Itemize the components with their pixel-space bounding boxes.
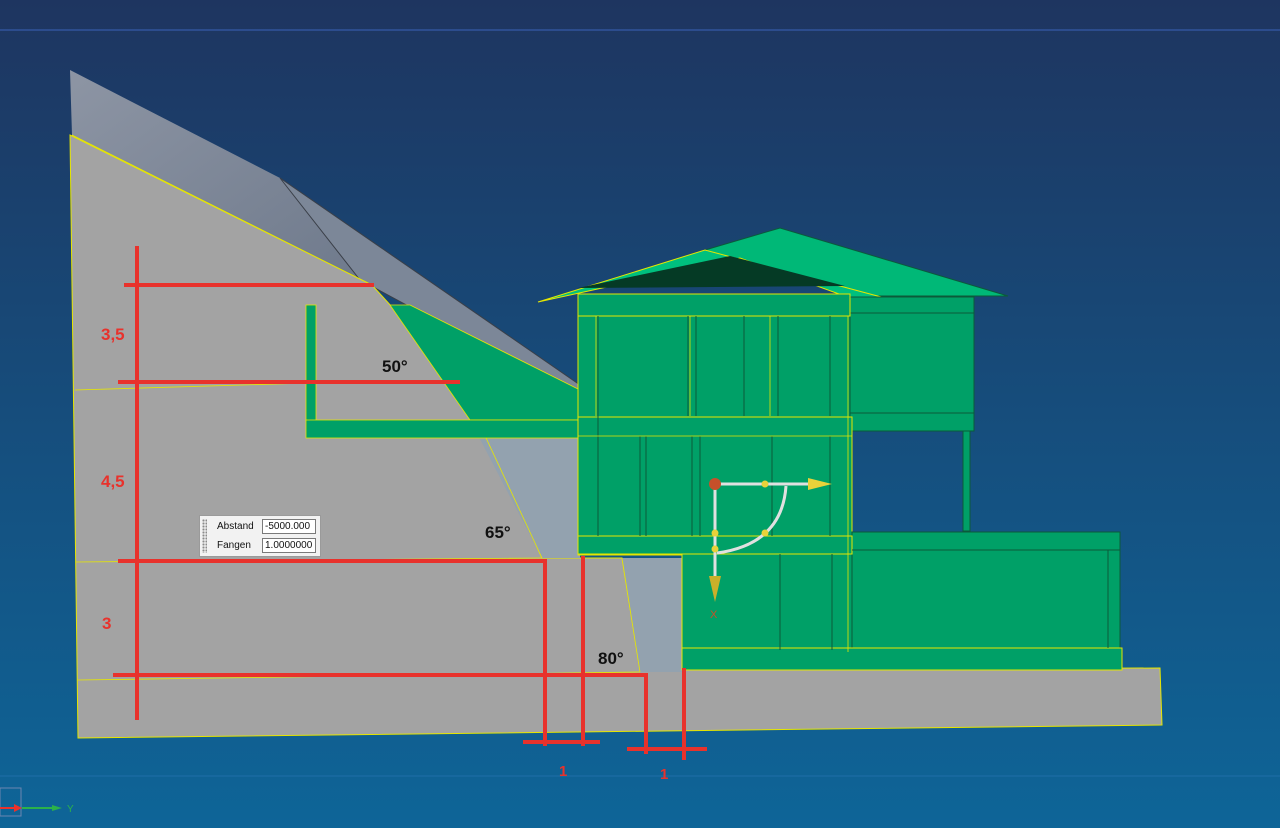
snap-row: Fangen xyxy=(210,538,320,555)
angle-label-50: 50° xyxy=(382,357,408,376)
snap-input[interactable] xyxy=(262,538,316,553)
building-balcony xyxy=(849,296,975,432)
transform-gizmo[interactable]: X xyxy=(709,478,832,621)
gizmo-origin-handle[interactable] xyxy=(709,478,721,490)
building-base-slab xyxy=(681,647,1123,671)
dim-label-middle: 4,5 xyxy=(101,472,125,491)
angle-label-80: 80° xyxy=(598,649,624,668)
snap-label: Fangen xyxy=(217,540,251,551)
panel-drag-grip[interactable] xyxy=(202,519,207,553)
axis-triad: Y xyxy=(0,787,74,817)
axis-y-arrow-icon xyxy=(52,805,62,811)
retaining-wall-post xyxy=(305,304,317,422)
slope-top-face xyxy=(70,70,360,280)
building-panel-lines xyxy=(597,316,1120,650)
dim-label-bottom-left: 1 xyxy=(559,763,567,780)
terrain-cut-shadow xyxy=(470,420,580,558)
gizmo-arrow-right-icon[interactable] xyxy=(808,478,832,490)
balcony-column xyxy=(962,430,971,532)
building-edge-lines xyxy=(578,316,852,652)
distance-row: Abstand xyxy=(210,519,320,536)
retaining-wall-beam xyxy=(305,419,581,439)
angle-label-65: 65° xyxy=(485,523,511,542)
gizmo-handle[interactable] xyxy=(761,480,769,488)
dimension-lines xyxy=(113,246,707,760)
terrain-band-line xyxy=(74,382,311,391)
dynamic-input-panel[interactable]: Abstand Fangen xyxy=(199,515,321,557)
dim-label-bottom-right: 1 xyxy=(660,766,668,783)
building-lower-wing xyxy=(851,531,1121,657)
distance-label: Abstand xyxy=(217,521,254,532)
axis-triad-box xyxy=(0,787,22,817)
dim-label-lower: 3 xyxy=(102,614,111,633)
terrain-slope-line xyxy=(71,134,373,286)
axis-y-label: Y xyxy=(67,804,74,815)
roof-gable-opening xyxy=(578,256,845,288)
building-floor-band xyxy=(577,293,851,317)
building-lower-storey xyxy=(681,552,853,658)
gizmo-handle[interactable] xyxy=(711,545,719,553)
terrain-slope-line xyxy=(621,557,641,673)
distance-input[interactable] xyxy=(262,519,316,534)
gizmo-arrow-down-icon[interactable] xyxy=(709,576,721,602)
gizmo-axis-x-label: X xyxy=(710,609,718,621)
axis-x-arrow-icon xyxy=(14,804,22,812)
gizmo-handle[interactable] xyxy=(761,529,769,537)
gizmo-handle[interactable] xyxy=(711,529,719,537)
terrain-cut-shadow-lower xyxy=(622,558,682,672)
dim-label-upper: 3,5 xyxy=(101,325,125,344)
